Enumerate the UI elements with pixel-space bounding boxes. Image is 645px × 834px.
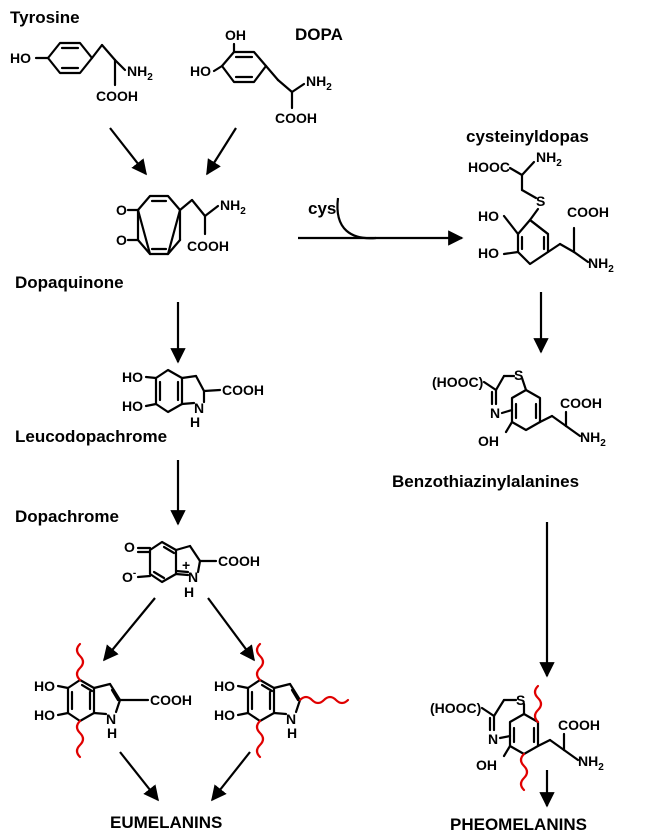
arrow-tyrosine-to-dopaquinone — [109, 127, 147, 176]
leucodopachrome-n-label: N — [194, 400, 204, 416]
dhica-polymer-link-top — [75, 642, 85, 682]
dhi-polymer-link-bottom — [255, 719, 265, 759]
pheomelanin-structure: (HOOC) S N OH COOH NH2 — [430, 684, 604, 792]
dhica-ho2-label: HO — [34, 707, 55, 723]
benzothiazinyl-n-label: N — [490, 405, 500, 421]
tyrosine-structure: Tyrosine HO NH2 COOH — [10, 8, 153, 104]
dhica-ho1-label: HO — [34, 678, 55, 694]
eumelanins-label: EUMELANINS — [110, 813, 222, 832]
dopachrome-plus-label: + — [182, 557, 190, 573]
dopaquinone-cooh-label: COOH — [187, 238, 229, 254]
arrow-dhica-to-eumelanins — [119, 751, 159, 802]
arrow-dopachrome-to-dhica — [103, 597, 156, 662]
leucodopachrome-ho1-label: HO — [122, 369, 143, 385]
dopaquinone-nh2-label: NH2 — [220, 197, 246, 217]
cys-entry-curve — [336, 197, 377, 240]
arrow-dopa-to-dopaquinone — [206, 127, 237, 176]
arrow-dhi-to-eumelanins — [211, 751, 251, 802]
leucodopachrome-label: Leucodopachrome — [15, 427, 167, 446]
tyrosine-cooh-label: COOH — [96, 88, 138, 104]
dopachrome-cooh-label: COOH — [218, 553, 260, 569]
pheomelanin-cooh-label: COOH — [558, 717, 600, 733]
dhi-ho1-label: HO — [214, 678, 235, 694]
benzothiazinyl-s-label: S — [514, 367, 523, 383]
dopa-ho-label: HO — [190, 63, 211, 79]
dopa-label: DOPA — [295, 25, 343, 44]
dopachrome-h-label: H — [184, 584, 194, 600]
dopaquinone-structure: O O NH2 COOH Dopaquinone — [15, 194, 246, 292]
benzothiazinylalanines-structure: (HOOC) S N OH COOH NH2 Benzothiazinylala… — [392, 367, 606, 491]
pheomelanins-label: PHEOMELANINS — [450, 815, 587, 834]
leucodopachrome-cooh-label: COOH — [222, 382, 264, 398]
cysteinyldopas-nh2-top-label: NH2 — [536, 149, 562, 169]
tyrosine-ho-label: HO — [10, 50, 31, 66]
benzothiazinyl-cooh-label: COOH — [560, 395, 602, 411]
tyrosine-nh2-label: NH2 — [127, 63, 153, 83]
leucodopachrome-ho2-label: HO — [122, 398, 143, 414]
pheomelanin-s-label: S — [516, 692, 525, 708]
dopachrome-o-label: O — [124, 539, 135, 555]
cysteinyldopas-nh2-label: NH2 — [588, 255, 614, 275]
pheomelanin-n-label: N — [488, 731, 498, 747]
leucodopachrome-structure: HO HO N H COOH Leucodopachrome — [15, 368, 264, 446]
dhi-structure: HO HO N H — [214, 642, 350, 759]
benzothiazinyl-nh2-label: NH2 — [580, 429, 606, 449]
dopachrome-structure: Dopachrome O O- N + H COOH — [15, 507, 260, 600]
leucodopachrome-h-label: H — [190, 414, 200, 430]
dopa-cooh-label: COOH — [275, 110, 317, 126]
dopaquinone-o1-label: O — [116, 202, 127, 218]
dhica-h-label: H — [107, 725, 117, 741]
dhi-n-label: N — [286, 711, 296, 727]
benzothiazinyl-oh-label: OH — [478, 433, 499, 449]
benzothiazinylalanines-label: Benzothiazinylalanines — [392, 472, 579, 491]
cysteinyldopas-label: cysteinyldopas — [466, 127, 589, 146]
pheomelanin-polymer-link-bottom — [519, 752, 529, 792]
cys-reagent-label: cys — [308, 199, 336, 218]
dhica-polymer-link-bottom — [75, 719, 85, 759]
dopaquinone-label: Dopaquinone — [15, 273, 124, 292]
cysteinyldopas-structure: cysteinyldopas HOOC NH2 S HO HO COOH NH2 — [466, 127, 614, 275]
dhi-polymer-link-top — [255, 642, 265, 682]
dhi-polymer-link-right — [298, 695, 350, 705]
dopa-structure: DOPA OH HO NH2 COOH — [190, 25, 343, 126]
dopachrome-label: Dopachrome — [15, 507, 119, 526]
pheomelanin-nh2-label: NH2 — [578, 753, 604, 773]
cysteinyldopas-hooc-label: HOOC — [468, 159, 510, 175]
arrow-dopachrome-to-dhi — [207, 597, 255, 662]
benzothiazinyl-hooc-label: (HOOC) — [432, 374, 483, 390]
cysteinyldopas-ho1-label: HO — [478, 208, 499, 224]
dopachrome-o-minus-label: O- — [122, 568, 136, 585]
dhica-cooh-label: COOH — [150, 692, 192, 708]
dhica-n-label: N — [106, 711, 116, 727]
dhica-structure: HO HO N H COOH — [34, 642, 192, 759]
dhi-ho2-label: HO — [214, 707, 235, 723]
dhi-h-label: H — [287, 725, 297, 741]
pheomelanin-polymer-link-top — [533, 684, 543, 724]
pheomelanin-hooc-label: (HOOC) — [430, 700, 481, 716]
cysteinyldopas-s-label: S — [536, 193, 545, 209]
dopa-oh-label: OH — [225, 27, 246, 43]
dopaquinone-o2-label: O — [116, 232, 127, 248]
tyrosine-label: Tyrosine — [10, 8, 80, 27]
dopachrome-n-label: N — [188, 569, 198, 585]
dopa-nh2-label: NH2 — [306, 73, 332, 93]
cysteinyldopas-ho2-label: HO — [478, 245, 499, 261]
cysteinyldopas-cooh-label: COOH — [567, 204, 609, 220]
pheomelanin-oh-label: OH — [476, 757, 497, 773]
